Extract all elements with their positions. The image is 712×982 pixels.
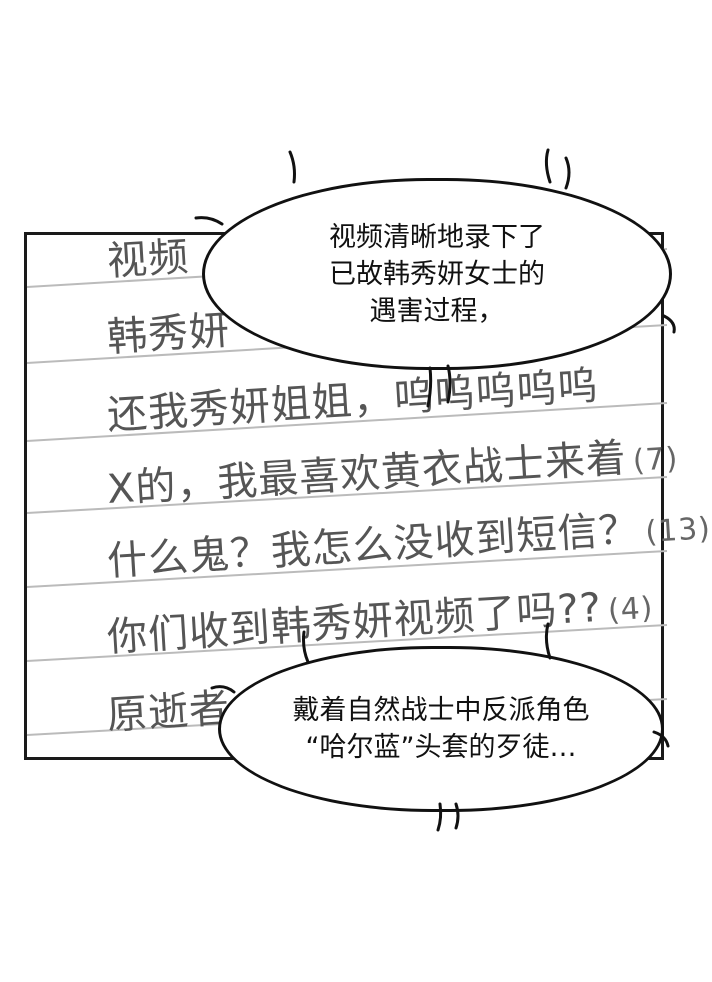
bubble-line: 戴着自然战士中反派角色: [292, 695, 590, 726]
bubble-bottom-text: 戴着自然战士中反派角色 “哈尔蓝”头套的歹徒…: [293, 692, 590, 766]
bubble-line: 遇害过程，: [369, 295, 505, 327]
bubble-line: 视频清晰地录下了: [329, 221, 545, 253]
comment-count: (4): [606, 590, 655, 629]
bubble-top-text: 视频清晰地录下了 已故韩秀妍女士的 遇害过程，: [329, 219, 545, 330]
comment-row: 原逝者: [105, 676, 232, 741]
comment-row: 视频: [105, 224, 191, 287]
comment-count: (7): [631, 441, 680, 479]
squiggle-mark: [288, 150, 296, 184]
comment-row: 韩秀妍: [105, 298, 232, 363]
comment-text: 原逝者: [105, 685, 232, 739]
squiggle-mark: [544, 148, 552, 184]
speech-bubble-top: 视频清晰地录下了 已故韩秀妍女士的 遇害过程，: [202, 178, 672, 370]
squiggle-mark: [194, 216, 224, 226]
comment-text: 韩秀妍: [105, 307, 232, 361]
bubble-line: “哈尔蓝”头套的歹徒…: [305, 732, 577, 763]
squiggle-mark: [564, 156, 571, 190]
bubble-line: 已故韩秀妍女士的: [329, 258, 545, 290]
comment-text: 视频: [105, 234, 191, 285]
speech-bubble-bottom: 戴着自然战士中反派角色 “哈尔蓝”头套的歹徒…: [218, 646, 664, 812]
comment-count: (13): [644, 511, 712, 551]
